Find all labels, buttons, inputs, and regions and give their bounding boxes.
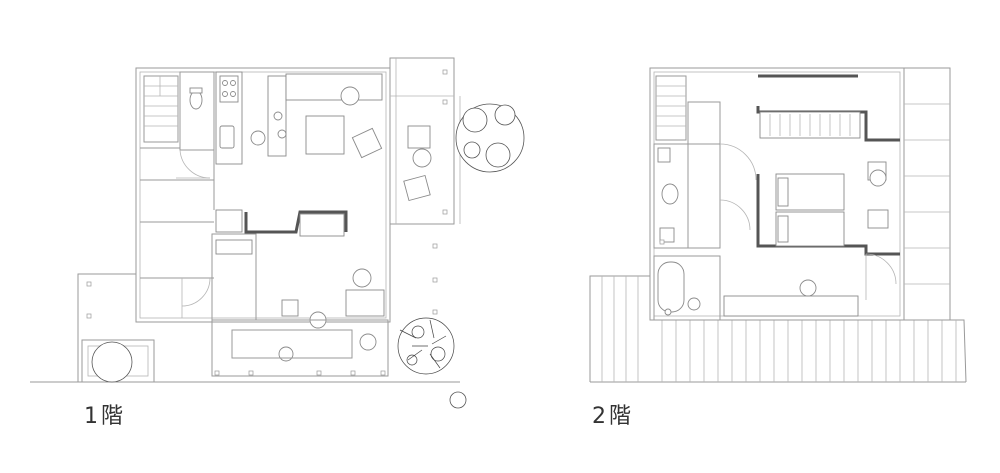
porch-1f	[211, 319, 389, 377]
floor-plan-2f	[589, 67, 967, 383]
toilet-2f	[661, 183, 679, 205]
wash-basin	[657, 147, 671, 163]
person-figure	[799, 279, 817, 297]
person-figure	[278, 346, 294, 362]
toilet-room-1f	[179, 71, 215, 151]
column-dots-2f	[659, 239, 665, 245]
back-shelf	[285, 73, 383, 101]
column-dots-1f	[86, 69, 448, 376]
toilet-1f	[189, 90, 203, 110]
entrance-bench	[231, 329, 353, 359]
floor-label-1f: 1階	[84, 404, 126, 429]
floor-plan-1f	[30, 57, 525, 409]
inner-wall-1f	[139, 71, 387, 319]
planter-box	[81, 339, 155, 383]
tree-icon	[91, 341, 133, 383]
terrace-deck	[389, 57, 455, 225]
roof-deck-2f	[589, 275, 967, 383]
study-desk	[723, 295, 859, 317]
plant-icon	[397, 317, 455, 375]
person-figure	[340, 86, 360, 106]
stepping-stone	[449, 391, 467, 409]
sink	[219, 125, 235, 149]
stairs-2f	[655, 75, 687, 141]
person-figure	[359, 333, 377, 351]
side-cabinet	[345, 289, 385, 317]
armchair	[351, 127, 383, 159]
central-wall	[244, 210, 348, 234]
stairs-1f	[143, 75, 179, 143]
dining-table	[305, 115, 345, 155]
balcony-2f	[903, 67, 951, 321]
bathtub	[657, 261, 685, 313]
armchair	[867, 209, 889, 229]
person-figure	[352, 268, 372, 288]
floor-label-2f: 2階	[592, 404, 634, 429]
person-figure	[869, 169, 887, 187]
tree-icon	[455, 103, 525, 173]
bathroom	[653, 255, 721, 321]
person-figure	[250, 130, 266, 146]
stove	[219, 75, 239, 103]
